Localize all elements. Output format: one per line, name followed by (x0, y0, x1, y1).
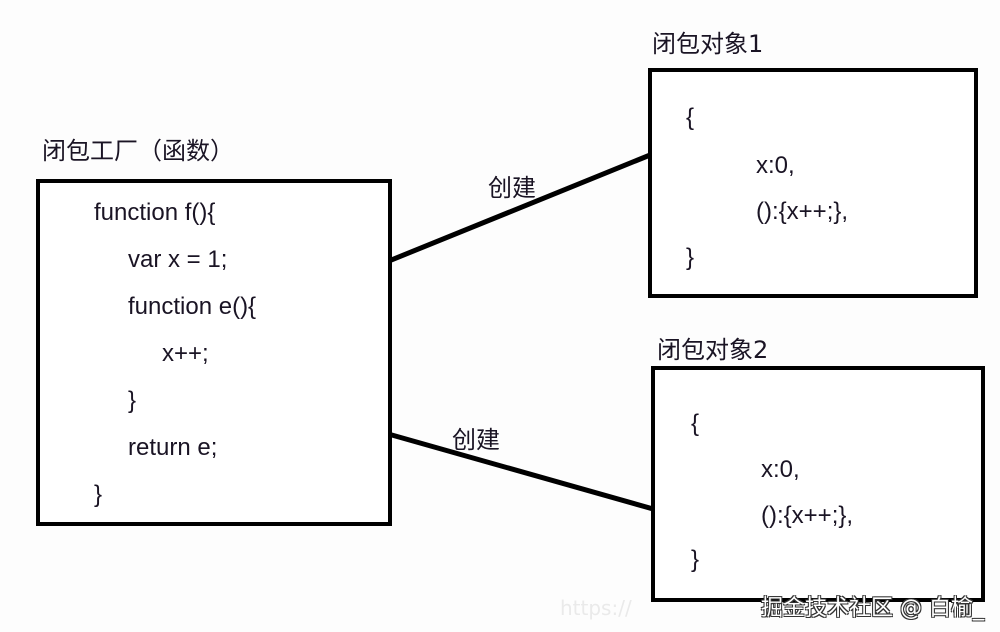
object1-box: { x:0, ():{x++;}, } (648, 68, 978, 298)
code-line: return e; (128, 434, 218, 461)
code-line: var x = 1; (128, 246, 228, 273)
code-line: ():{x++;}, (756, 198, 849, 225)
factory-box: function f(){ var x = 1; function e(){ x… (36, 179, 392, 526)
object2-box: { x:0, ():{x++;}, } (651, 366, 985, 602)
object1-title: 闭包对象1 (652, 30, 764, 58)
factory-title: 闭包工厂（函数） (42, 137, 234, 165)
faint-url-watermark: https:// (560, 596, 632, 620)
code-line: } (686, 244, 695, 271)
code-line: function f(){ (94, 199, 216, 226)
code-line: { (691, 410, 700, 437)
code-line: x:0, (756, 152, 795, 179)
code-line: ():{x++;}, (761, 502, 854, 529)
code-line: } (94, 481, 103, 508)
code-line: function e(){ (128, 293, 257, 320)
code-line: } (128, 387, 137, 414)
watermark: 掘金技术社区 @ 白榆_ (761, 596, 984, 621)
create-line-bottom (343, 419, 695, 523)
code-line: { (686, 104, 695, 131)
code-line: x++; (162, 340, 209, 367)
code-line: } (691, 546, 700, 573)
create-label-bottom: 创建 (452, 426, 500, 454)
object2-title: 闭包对象2 (657, 336, 769, 364)
create-label-top: 创建 (488, 174, 536, 202)
code-line: x:0, (761, 456, 800, 483)
create-line-top (339, 135, 695, 283)
